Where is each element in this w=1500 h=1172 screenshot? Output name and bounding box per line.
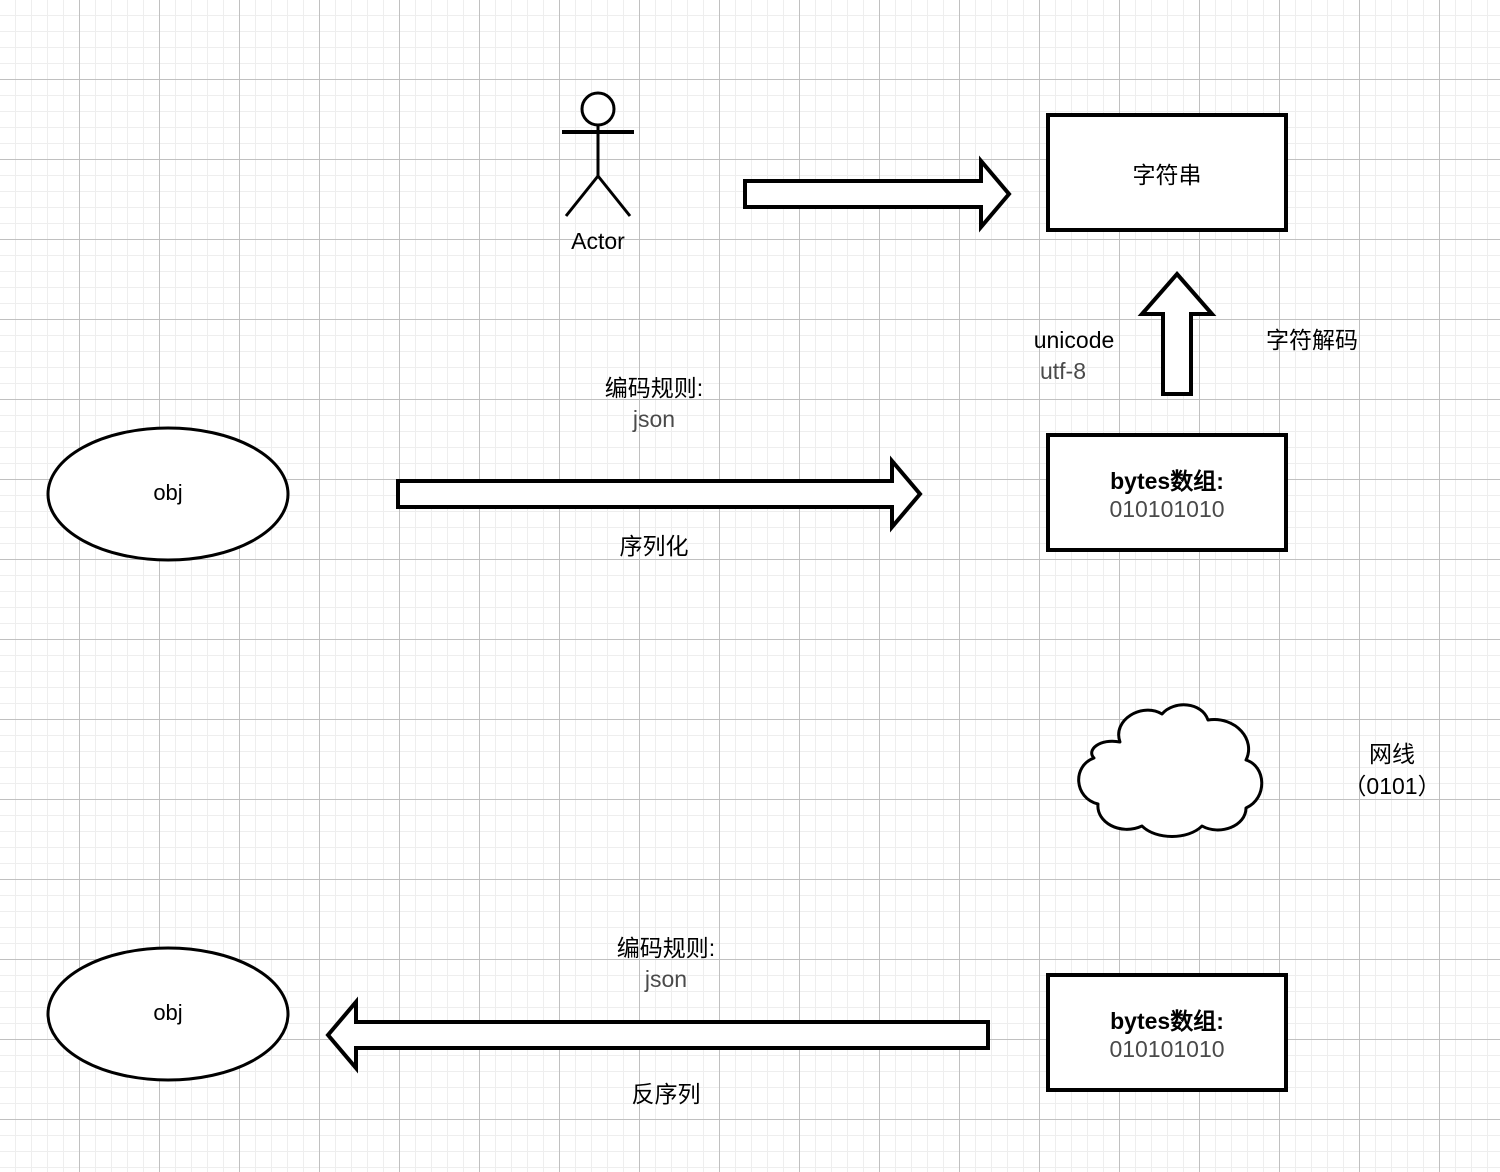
actor-figure[interactable] <box>548 86 658 226</box>
utf8-label: utf-8 <box>1039 358 1087 384</box>
bytes-box-top-title: bytes数组: <box>1110 468 1224 494</box>
obj-ellipse-bottom[interactable] <box>44 944 292 1084</box>
actor-right-leg-line <box>596 175 632 217</box>
arrow-body <box>396 455 923 533</box>
arrow-body <box>743 155 1012 233</box>
actor-head-icon <box>580 91 616 127</box>
deserialize-label: 反序列 <box>631 1081 701 1107</box>
network-cloud-icon[interactable] <box>1050 700 1290 840</box>
encode-rule-bottom-value: json <box>644 966 688 992</box>
serialize-label: 序列化 <box>619 533 689 559</box>
bytes-box-top[interactable]: bytes数组: 010101010 <box>1046 433 1288 552</box>
bytes-box-bottom-title: bytes数组: <box>1110 1008 1224 1034</box>
cloud-outline <box>1077 703 1264 838</box>
unicode-label: unicode <box>1033 327 1115 353</box>
obj-ellipse-bottom-label: obj <box>153 1000 183 1025</box>
cloud-label-line2: （0101） <box>1343 773 1441 799</box>
deserialize-arrow[interactable] <box>325 996 990 1074</box>
serialize-arrow[interactable] <box>396 455 924 533</box>
encode-rule-top-value: json <box>632 406 676 432</box>
ellipse-outline <box>46 426 290 562</box>
string-box[interactable]: 字符串 <box>1046 113 1288 232</box>
string-box-label: 字符串 <box>1132 161 1202 188</box>
ellipse-outline <box>46 946 290 1082</box>
bytes-box-top-value: 010101010 <box>1109 496 1225 522</box>
bytes-box-bottom[interactable]: bytes数组: 010101010 <box>1046 973 1288 1092</box>
encode-rule-top-title: 编码规则: <box>604 375 704 401</box>
decode-arrow[interactable] <box>1134 270 1220 398</box>
bytes-box-bottom-value: 010101010 <box>1109 1036 1225 1062</box>
actor-left-leg-line <box>564 175 600 217</box>
char-decode-label: 字符解码 <box>1266 327 1358 353</box>
arrow-body <box>325 996 990 1074</box>
actor-to-string-arrow[interactable] <box>743 155 1013 233</box>
obj-ellipse-top[interactable] <box>44 424 292 564</box>
encode-rule-bottom-title: 编码规则: <box>616 935 716 961</box>
actor-label: Actor <box>571 228 625 254</box>
arrow-body <box>1137 270 1217 396</box>
obj-ellipse-top-label: obj <box>153 480 183 505</box>
cloud-label-line1: 网线 <box>1369 741 1415 767</box>
